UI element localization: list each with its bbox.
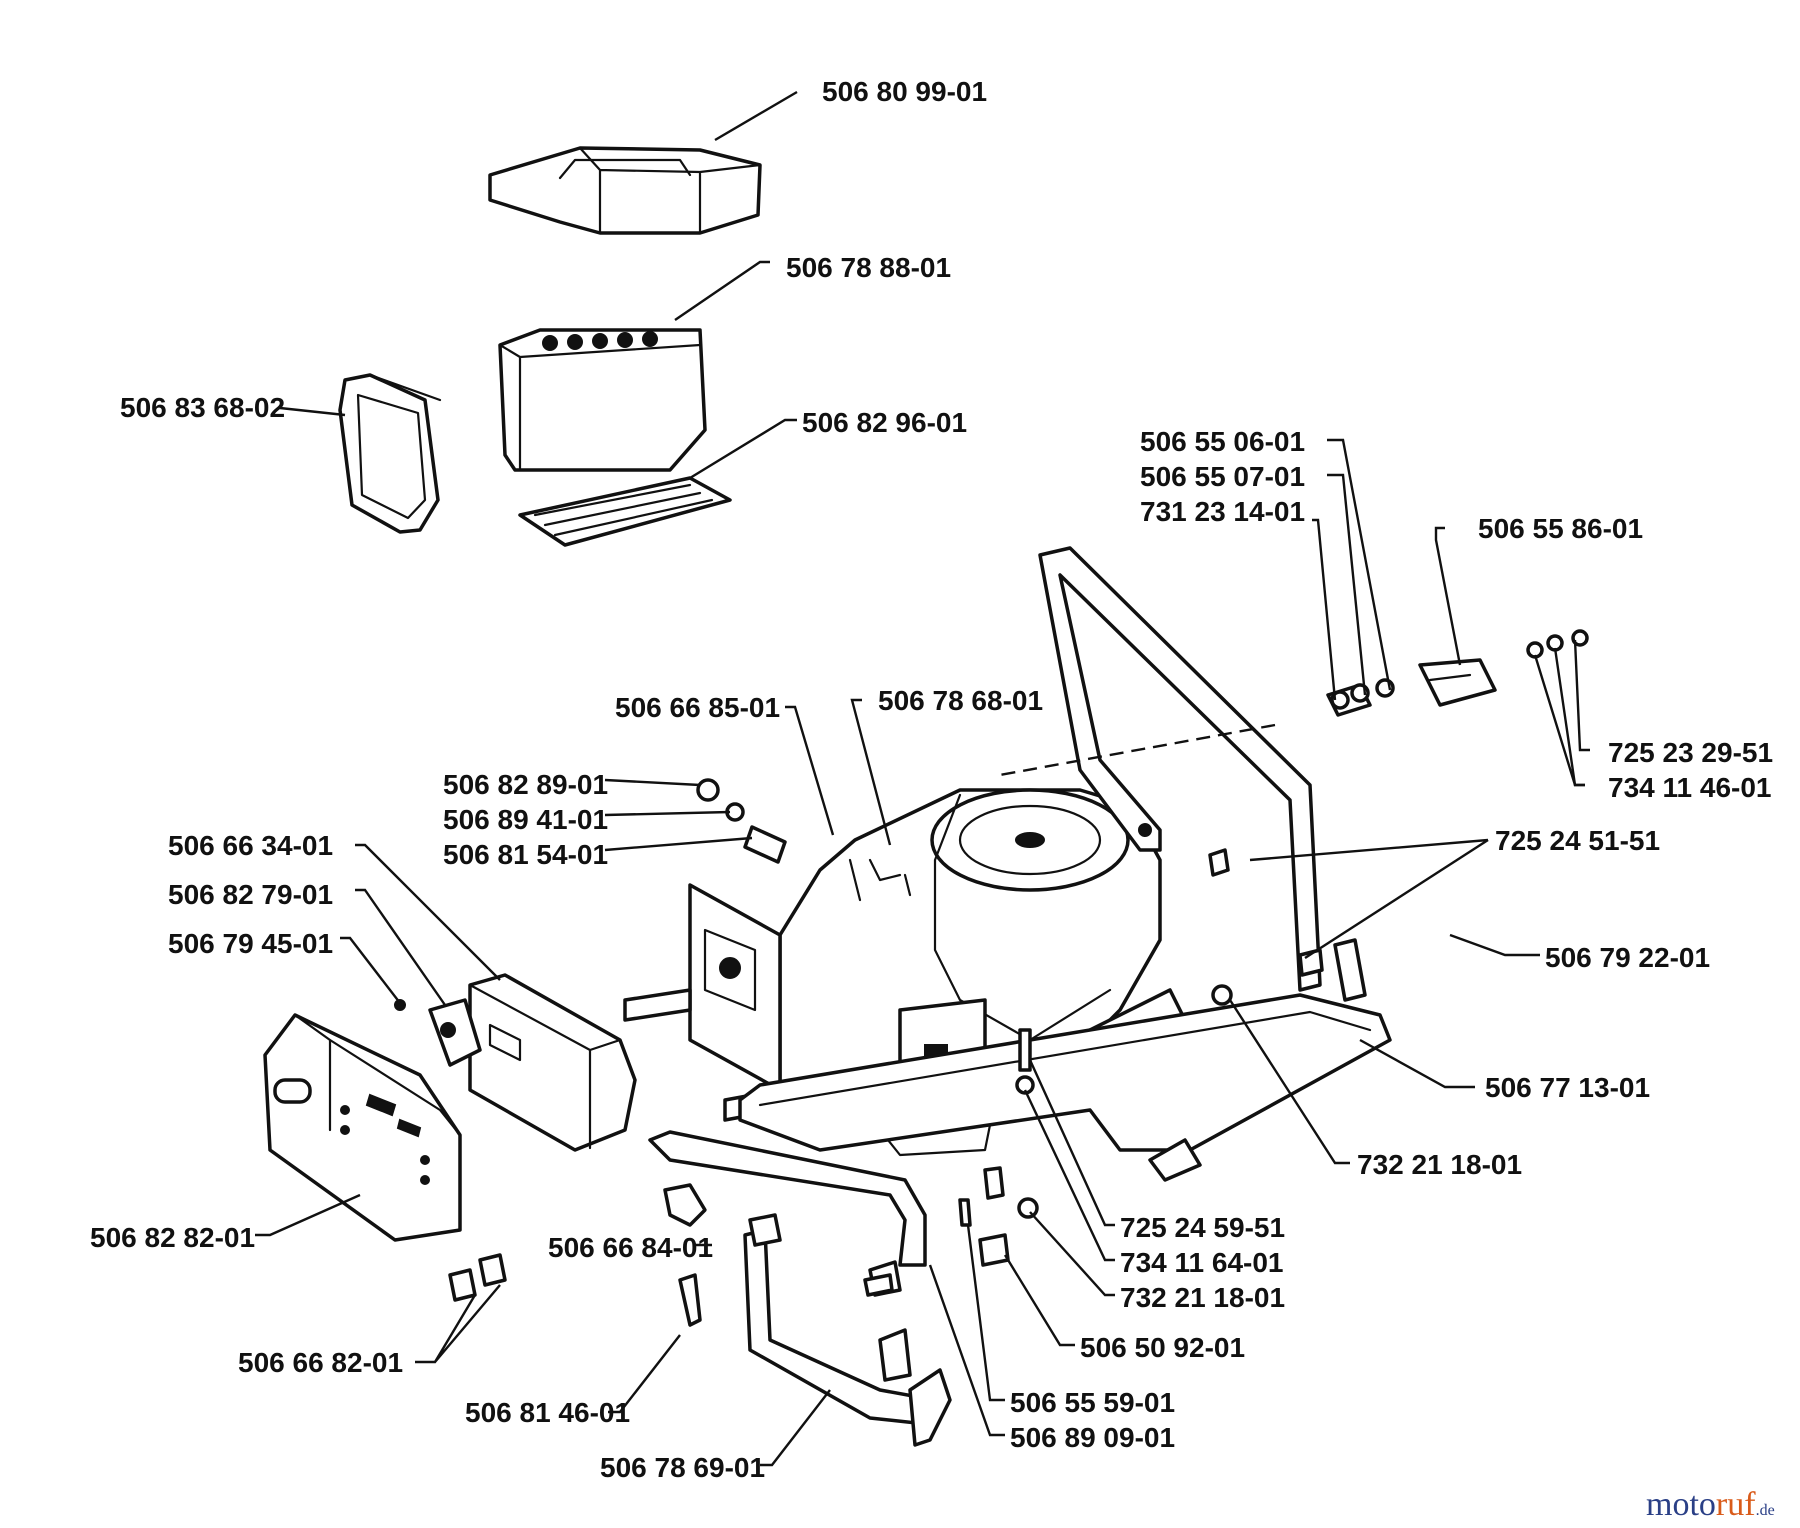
part-label: 506 82 82-01 bbox=[90, 1222, 255, 1253]
part-label: 506 66 85-01 bbox=[615, 692, 780, 723]
fasteners-group bbox=[696, 629, 1589, 1267]
part-label: 725 23 29-51 bbox=[1608, 737, 1773, 768]
part-label: 506 55 86-01 bbox=[1478, 513, 1643, 544]
battery-strap-part bbox=[338, 373, 442, 534]
part-label: 506 81 46-01 bbox=[465, 1397, 630, 1428]
part-labels: 506 80 99-01 506 78 88-01 506 83 68-02 5… bbox=[90, 76, 1773, 1483]
battery-cover-part bbox=[488, 146, 762, 235]
part-label: 506 80 99-01 bbox=[822, 76, 987, 107]
part-label: 725 24 59-51 bbox=[1120, 1212, 1285, 1243]
part-label: 506 89 41-01 bbox=[443, 804, 608, 835]
frame-part bbox=[738, 938, 1392, 1182]
part-label: 506 82 79-01 bbox=[168, 879, 333, 910]
part-label: 506 82 89-01 bbox=[443, 769, 608, 800]
part-label: 506 66 84-01 bbox=[548, 1232, 713, 1263]
handle-bar-part bbox=[1038, 546, 1322, 992]
filter-adapter-part bbox=[428, 998, 482, 1067]
part-label: 506 81 54-01 bbox=[443, 839, 608, 870]
watermark-suffix: .de bbox=[1756, 1502, 1775, 1519]
part-label: 725 24 51-51 bbox=[1495, 825, 1660, 856]
part-label: 506 66 34-01 bbox=[168, 830, 333, 861]
battery-part bbox=[498, 328, 707, 472]
engine-mounting-plate-part bbox=[623, 883, 782, 1122]
part-label: 506 79 45-01 bbox=[168, 928, 333, 959]
part-label: 506 78 88-01 bbox=[786, 252, 951, 283]
air-filter-part bbox=[468, 973, 637, 1152]
part-label: 506 83 68-02 bbox=[120, 392, 285, 423]
watermark-part2: ruf bbox=[1716, 1486, 1756, 1523]
watermark-logo: motoruf.de bbox=[1646, 1486, 1775, 1523]
part-label: 506 50 92-01 bbox=[1080, 1332, 1245, 1363]
part-label: 506 78 68-01 bbox=[878, 685, 1043, 716]
part-label: 506 55 59-01 bbox=[1010, 1387, 1175, 1418]
svg-text:motoruf.de: motoruf.de bbox=[1646, 1486, 1775, 1523]
part-label: 506 55 06-01 bbox=[1140, 426, 1305, 457]
part-label: 506 82 96-01 bbox=[802, 407, 967, 438]
watermark-part1: moto bbox=[1646, 1486, 1716, 1523]
part-label: 506 79 22-01 bbox=[1545, 942, 1710, 973]
clips-group bbox=[663, 1183, 894, 1327]
part-label: 506 78 69-01 bbox=[600, 1452, 765, 1483]
part-label: 506 66 82-01 bbox=[238, 1347, 403, 1378]
part-label: 734 11 46-01 bbox=[1608, 772, 1772, 803]
part-label: 506 55 07-01 bbox=[1140, 461, 1305, 492]
part-label: 734 11 64-01 bbox=[1120, 1247, 1284, 1278]
part-label: 506 77 13-01 bbox=[1485, 1072, 1650, 1103]
part-label: 732 21 18-01 bbox=[1357, 1149, 1522, 1180]
leader-lines bbox=[255, 90, 1590, 1467]
part-label: 732 21 18-01 bbox=[1120, 1282, 1285, 1313]
part-label: 731 23 14-01 bbox=[1140, 496, 1305, 527]
part-label: 506 89 09-01 bbox=[1010, 1422, 1175, 1453]
battery-mat-part bbox=[518, 476, 732, 547]
air-filter-cover-part bbox=[263, 999, 507, 1302]
